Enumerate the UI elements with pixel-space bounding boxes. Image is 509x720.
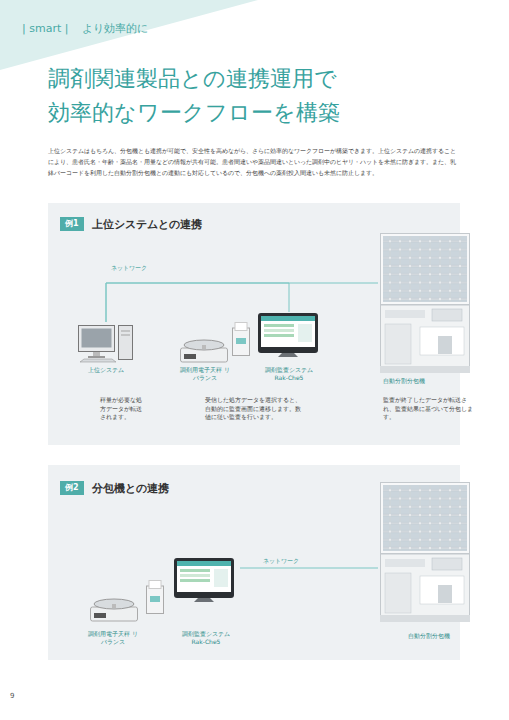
section-subtitle: より効率的に (82, 22, 148, 35)
example-panel: 例1上位システムとの連携上位システム秤量が必要な処方データが転送されます。調剤用… (48, 203, 460, 445)
device-note: 秤量が必要な処方データが転送されます。 (100, 396, 144, 422)
network-line (106, 283, 378, 322)
device-label: 調剤用電子天秤 リバランス (87, 630, 139, 646)
page-number: 9 (10, 692, 14, 700)
device-label: 調剤監査システム Rak-Che5 (179, 630, 233, 646)
packaging-machine: 自動分割分包機監査が終了したデータが転送され、監査結果に基づいて分包します。 (378, 231, 472, 389)
device-note: 監査が終了したデータが転送され、監査結果に基づいて分包します。 (383, 396, 473, 422)
device-label: 自動分割分包機 (383, 377, 463, 385)
audit-system: 調剤監査システム Rak-Che5 (172, 556, 240, 652)
packaging-machine: 自動分割分包機 (378, 480, 472, 648)
device-label: 調剤監査システム Rak-Che5 (262, 366, 316, 382)
panel-heading: 上位システムとの連携 (92, 218, 202, 232)
section-tag: | smart | (22, 22, 68, 35)
network-line (240, 568, 378, 569)
electronic-balance: 調剤用電子天秤 リバランス (178, 320, 252, 388)
host-system: 上位システム秤量が必要な処方データが転送されます。 (78, 322, 134, 382)
network-label: ネットワーク (110, 264, 148, 272)
electronic-balance: 調剤用電子天秤 リバランス (86, 578, 168, 652)
example-badge: 例2 (60, 481, 84, 495)
audit-system: 調剤監査システム Rak-Che5受信した処方データを選択すると、自動的に監査画… (256, 312, 322, 388)
body-text: 上位システムはもちろん、分包機とも連携が可能で、安全性を高めながら、さらに効率的… (48, 146, 460, 179)
device-label: 自動分割分包機 (403, 632, 455, 640)
network-label: ネットワーク (262, 557, 300, 565)
device-label: 調剤用電子天秤 リバランス (179, 366, 231, 382)
network-line (106, 283, 289, 322)
example-badge: 例1 (60, 217, 84, 231)
panel-heading: 分包機との連携 (92, 482, 169, 496)
device-note: 受信した処方データを選択すると、自動的に監査画面に遷移します。数値に従い監査を行… (205, 396, 305, 422)
device-label: 上位システム (70, 366, 142, 374)
page-title: 調剤関連製品との連携運用で 効率的なワークフローを構築 (48, 62, 348, 130)
example-panel: 例2 分包機との連携調剤用電子天秤 リバランス 調剤監査システム Rak-Che5 自… (48, 465, 460, 660)
